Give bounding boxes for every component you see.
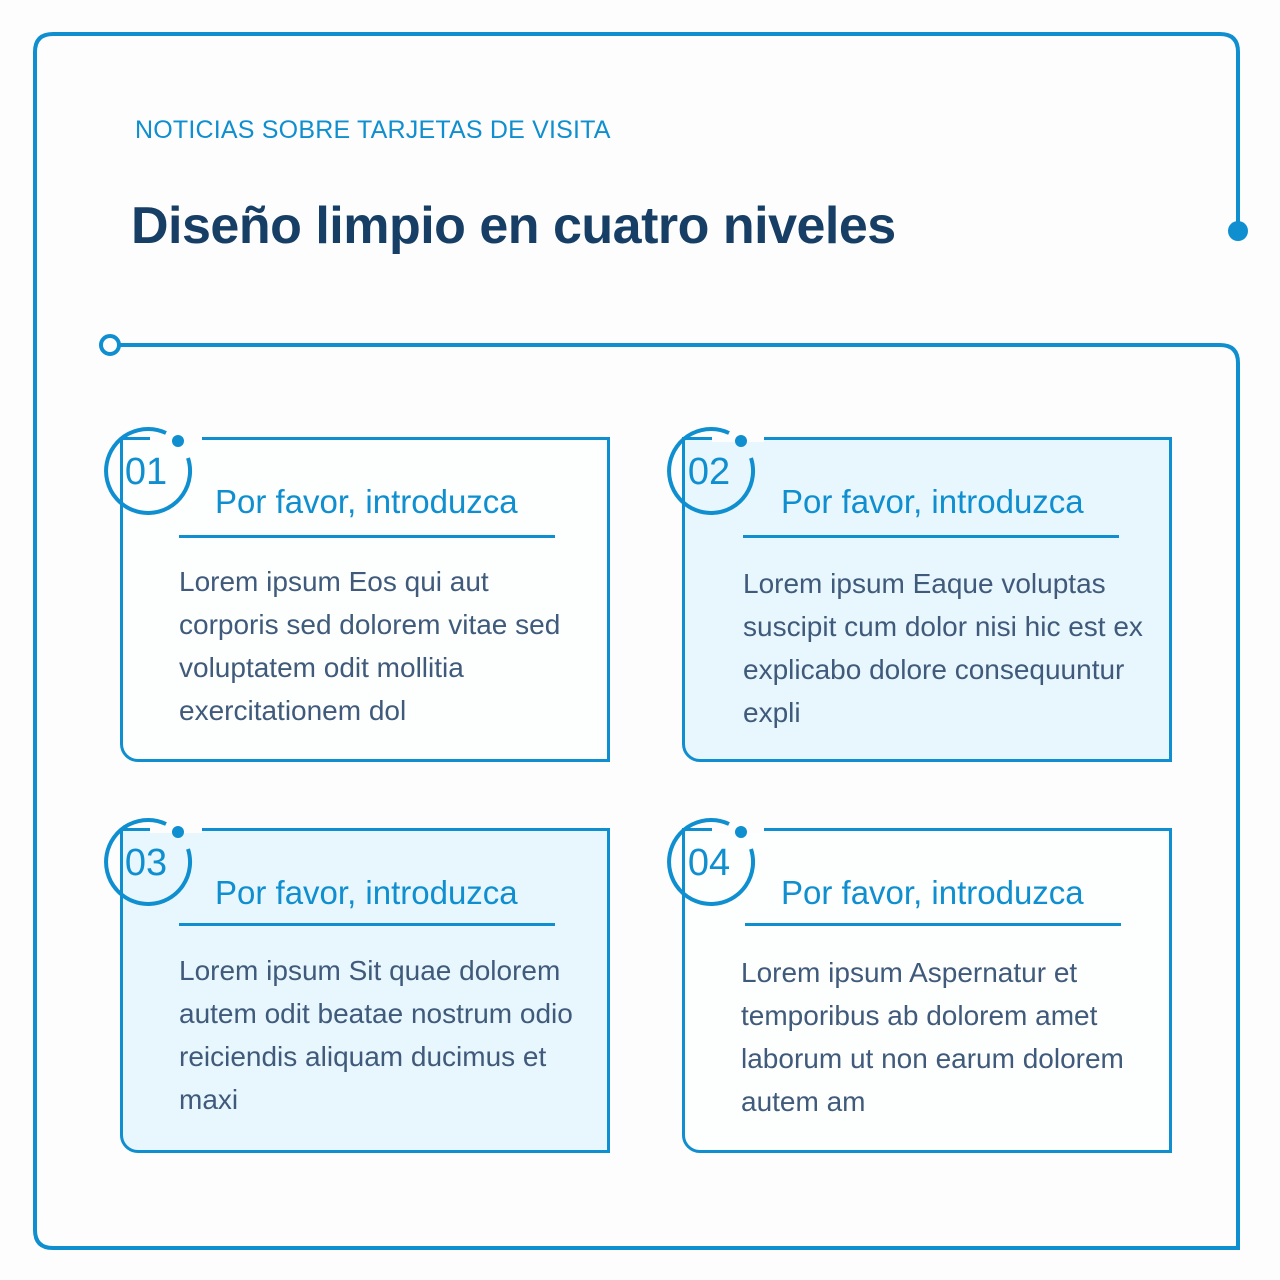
step-badge-03: 03 (104, 817, 200, 913)
card-divider (179, 535, 555, 538)
card-body-text: Lorem ipsum Eos qui aut corporis sed dol… (179, 566, 561, 726)
step-badge-02: 02 (667, 426, 763, 522)
badge-ring-icon (104, 818, 192, 906)
badge-ring-icon (667, 818, 755, 906)
step-number: 01 (124, 450, 168, 493)
frame-start-ring-icon (99, 334, 121, 356)
step-badge-04: 04 (667, 817, 763, 913)
card-divider (745, 923, 1121, 926)
card-heading: Por favor, introduzca (781, 483, 1084, 520)
card-heading: Por favor, introduzca (781, 874, 1084, 911)
step-card-01: Por favor, introduzca Lorem ipsum Eos qu… (120, 437, 610, 762)
card-divider (179, 923, 555, 926)
step-card-04: Por favor, introduzca Lorem ipsum Aspern… (682, 828, 1172, 1153)
card-heading: Por favor, introduzca (215, 874, 518, 911)
card-body-text: Lorem ipsum Sit quae dolorem autem odit … (179, 955, 573, 1115)
badge-ring-icon (104, 427, 192, 515)
step-badge-01: 01 (104, 426, 200, 522)
step-card-03: Por favor, introduzca Lorem ipsum Sit qu… (120, 828, 610, 1153)
frame-end-dot-icon (1228, 221, 1248, 241)
step-number: 03 (124, 841, 168, 884)
step-number: 02 (687, 450, 731, 493)
step-number: 04 (687, 841, 731, 884)
card-body-text: Lorem ipsum Eaque voluptas suscipit cum … (743, 568, 1143, 728)
card-divider (743, 535, 1119, 538)
eyebrow-label: NOTICIAS SOBRE TARJETAS DE VISITA (135, 116, 611, 144)
step-card-02: Por favor, introduzca Lorem ipsum Eaque … (682, 437, 1172, 762)
page-title: Diseño limpio en cuatro niveles (131, 197, 896, 255)
badge-ring-icon (667, 427, 755, 515)
card-body-text: Lorem ipsum Aspernatur et temporibus ab … (741, 957, 1124, 1117)
card-heading: Por favor, introduzca (215, 483, 518, 520)
